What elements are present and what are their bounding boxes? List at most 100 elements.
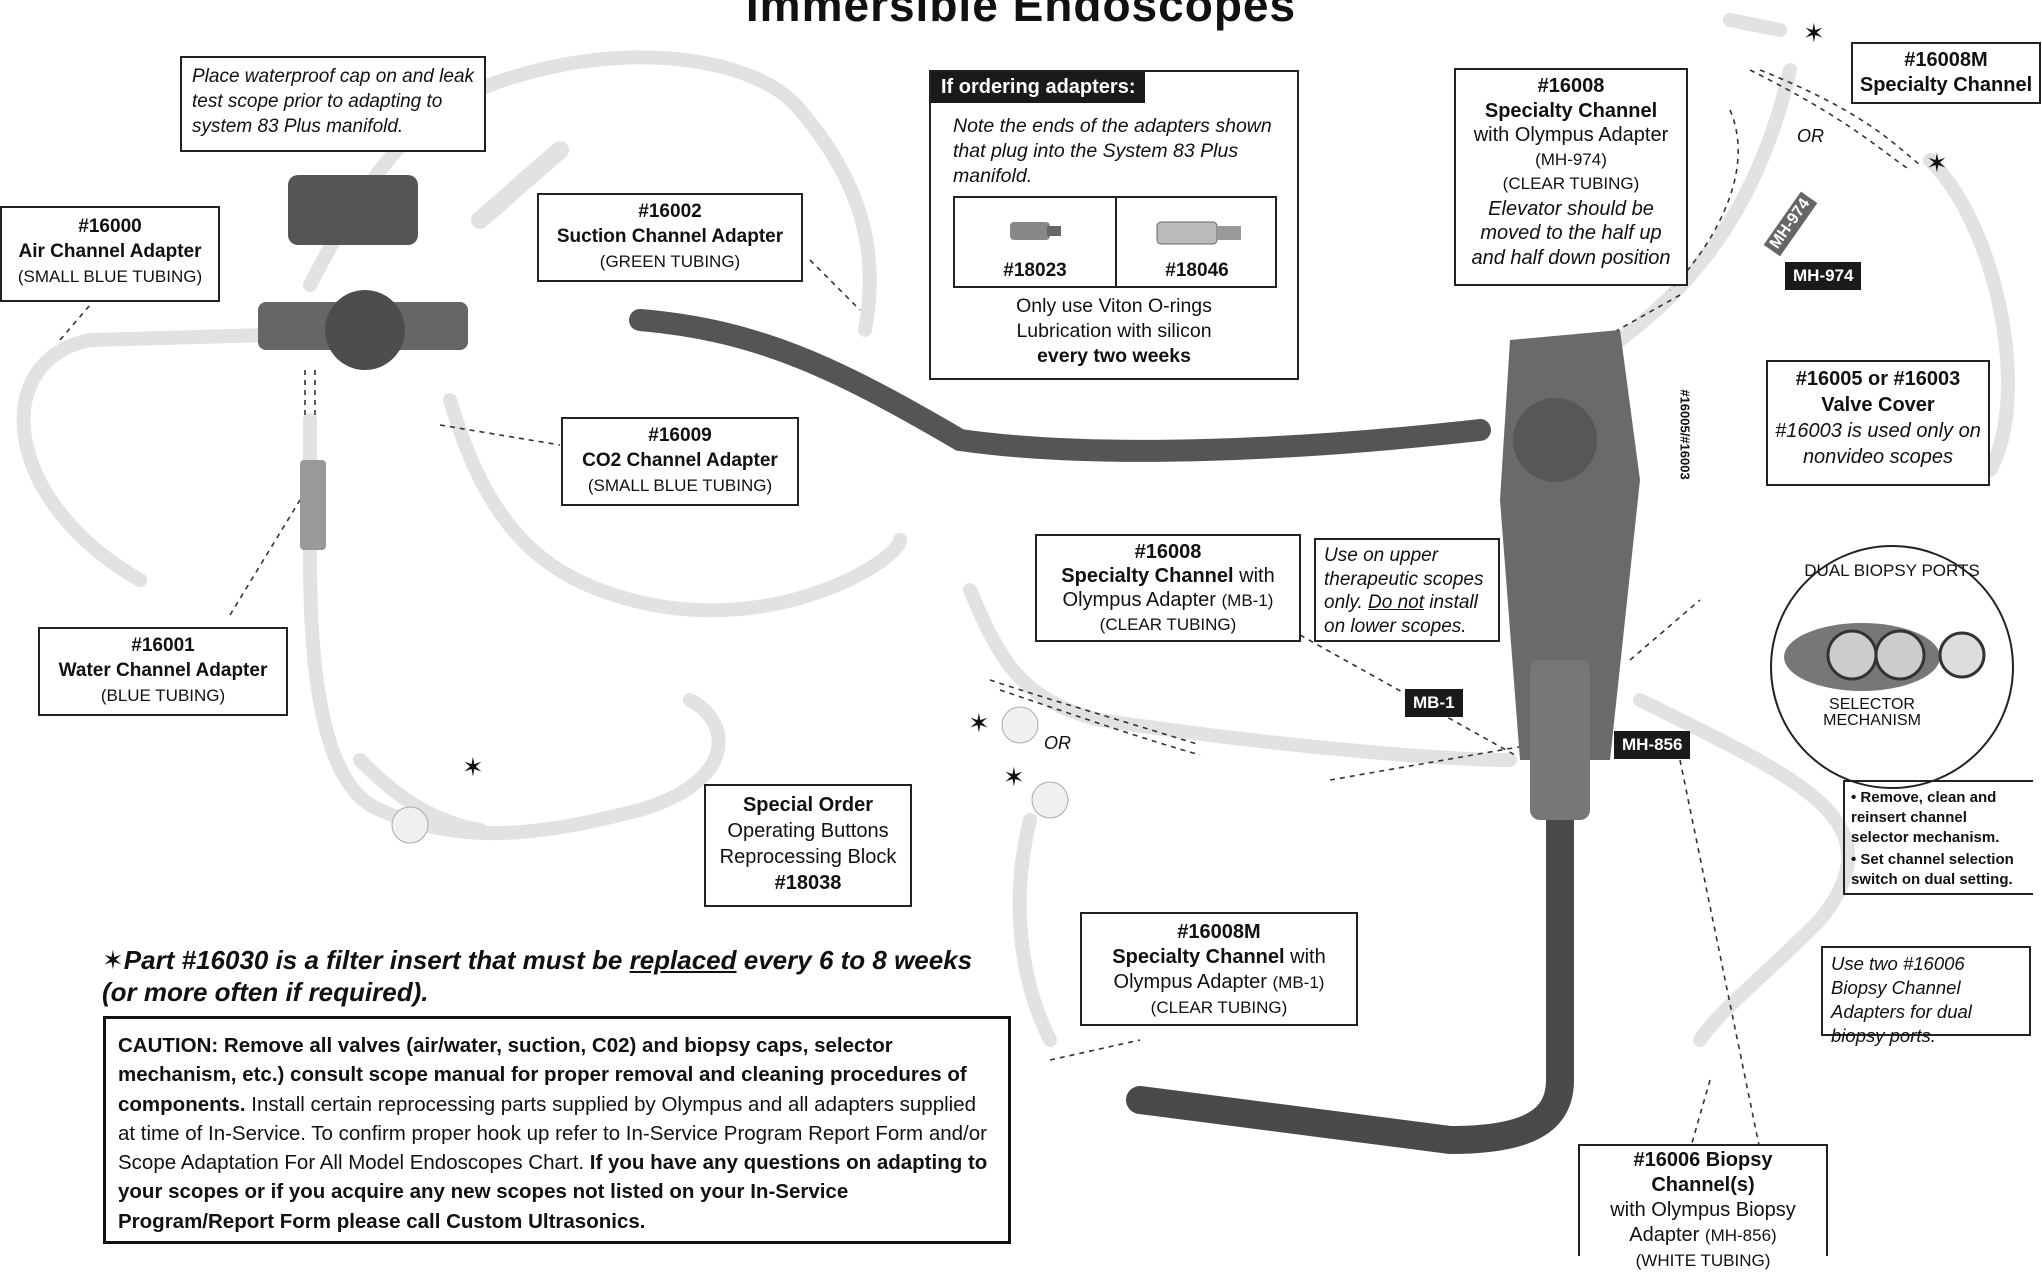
ordering-foot2: Lubrication with silicon (1016, 320, 1212, 342)
ordering-header: If ordering adapters: (931, 72, 1146, 103)
spec-mid-with: with (1239, 565, 1275, 587)
selector-line2: MECHANISM (1823, 712, 1921, 729)
spec-top-sub1: with Olympus Adapter (1473, 124, 1669, 146)
filter-mid (1001, 706, 1039, 744)
star-marker-3: ✶ (462, 752, 484, 782)
distal-tube (1126, 746, 1574, 1155)
co2-channel-box: #16009 CO2 Channel Adapter (SMALL BLUE T… (561, 417, 799, 506)
dual-biopsy-ports-panel: DUAL BIOPSY PORTS SELECTOR MECHANISM (1770, 545, 2014, 789)
spec-top-note: Elevator should be moved to the half up … (1471, 197, 1671, 269)
ordering-foot1: Only use Viton O-rings (1016, 295, 1212, 317)
spec-low-sub1b: (MB-1) (1272, 973, 1325, 992)
upper-note-l3a: only. (1324, 592, 1363, 613)
valve-vertical-text: #16005/#16003 (1677, 389, 1693, 480)
water-sub: (BLUE TUBING) (100, 686, 226, 705)
page-title: Immersible Endoscopes (745, 0, 1297, 31)
spec-low-with: with (1290, 946, 1326, 968)
air-name: Air Channel Adapter (18, 241, 202, 262)
upper-note-l4: on lower scopes. (1324, 615, 1467, 637)
spec-top-m-name: Specialty Channel (1859, 74, 2033, 96)
caution-bold-2: If you have any questions on adapting to… (118, 1151, 988, 1233)
suction-part-number: #16002 (638, 201, 702, 222)
filter-footnote: ✶Part #16030 is a filter insert that mus… (102, 944, 1022, 1008)
special-order-line3: Reprocessing Block (719, 846, 897, 868)
special-order-line2: Operating Buttons (727, 820, 889, 842)
footnote-a: Part #16030 is a filter insert that must… (123, 945, 623, 975)
footnote-b: replaced (629, 945, 737, 975)
air-sub: (SMALL BLUE TUBING) (17, 267, 203, 286)
specialty-channel-top-box: #16008 Specialty Channel with Olympus Ad… (1454, 68, 1688, 286)
spec-low-name: Specialty Channel (1112, 946, 1285, 968)
tag-mb1: MB-1 (1405, 689, 1463, 717)
angulation-knob (1513, 398, 1597, 482)
footnote-star: ✶ (102, 945, 124, 975)
adapter-cell-18023: #18023 (955, 198, 1115, 286)
water-part-number: #16001 (131, 635, 195, 656)
star-marker-1: ✶ (1803, 18, 1825, 48)
biopsy-part-number: #16006 Biopsy Channel(s) (1633, 1149, 1773, 1196)
biopsy-sub3: (WHITE TUBING) (1635, 1251, 1771, 1270)
valve-vertical-label: #16005/#16003 (1670, 382, 1700, 502)
upper-note-l1: Use on upper (1324, 545, 1439, 566)
star-marker-4: ✶ (968, 708, 990, 738)
specialty-channel-mid-box: #16008 Specialty Channel with Olympus Ad… (1035, 534, 1301, 642)
ordering-foot3: every two weeks (1037, 345, 1191, 367)
footnote-d: (or more often if required). (102, 977, 429, 1007)
spec-top-sub3: (CLEAR TUBING) (1502, 174, 1640, 193)
cap-note-text: Place waterproof cap on and leak test sc… (192, 66, 475, 137)
caution-box: CAUTION: Remove all valves (air/water, s… (103, 1016, 1011, 1244)
spec-mid-name: Specialty Channel (1061, 565, 1234, 587)
tag-mh856: MH-856 (1614, 731, 1691, 759)
spec-low-part-number: #16008M (1177, 921, 1261, 943)
specialty-channel-m-top-box: #16008M Specialty Channel (1851, 42, 2041, 104)
valve-name: Valve Cover (1821, 394, 1935, 416)
biopsy-sub1: with Olympus Biopsy (1610, 1199, 1796, 1221)
biopsy-bullets: • Remove, clean and reinsert channel sel… (1843, 780, 2033, 895)
co2-part-number: #16009 (648, 425, 712, 446)
biopsy-sub2a: Adapter (1629, 1224, 1700, 1246)
upper-note-l3b: Do not (1368, 592, 1424, 613)
spec-top-part-number: #16008 (1537, 75, 1605, 97)
adapter-18046-number: #18046 (1165, 260, 1229, 281)
valve-note: #16003 is used only on nonvideo scopes (1775, 420, 1981, 468)
filter-left (391, 806, 429, 844)
adapter-cell-18046: #18046 (1115, 198, 1277, 286)
valve-cover-box: #16005 or #16003 Valve Cover #16003 is u… (1766, 360, 1990, 486)
two-biopsy-note: Use two #16006 Biopsy Channel Adapters f… (1821, 946, 2031, 1046)
adapter-18023-icon (1010, 222, 1061, 240)
filter-low (1031, 781, 1069, 819)
ordering-footer: Only use Viton O-rings Lubrication with … (931, 294, 1297, 369)
co2-sub: (SMALL BLUE TUBING) (587, 476, 773, 495)
selector-line1: SELECTOR (1829, 696, 1915, 713)
adapter-18046-icon (1156, 221, 1241, 245)
spec-mid-part-number: #16008 (1134, 541, 1202, 563)
water-channel-box: #16001 Water Channel Adapter (BLUE TUBIN… (38, 627, 288, 716)
biopsy-channel-box: #16006 Biopsy Channel(s) with Olympus Bi… (1578, 1144, 1828, 1270)
upper-note-l3c: install (1429, 592, 1478, 613)
bullet-2: • Set channel selection switch on dual s… (1851, 851, 2014, 888)
cap-note: Place waterproof cap on and leak test sc… (180, 56, 486, 152)
special-order-part: #18038 (774, 872, 842, 894)
or-label-mid: OR (1044, 733, 1071, 753)
spec-mid-sub1b: (MB-1) (1221, 591, 1274, 610)
spec-top-name: Specialty Channel (1484, 99, 1658, 122)
adapter-18023-number: #18023 (1003, 260, 1067, 281)
spec-mid-sub2: (CLEAR TUBING) (1099, 615, 1237, 634)
dual-title: DUAL BIOPSY PORTS (1804, 561, 1980, 580)
spec-top-sub2: (MH-974) (1535, 149, 1607, 169)
upper-note-l2: therapeutic scopes (1324, 568, 1484, 590)
selector-label: SELECTOR MECHANISM (1812, 697, 1932, 729)
two-biopsy-note-text: Use two #16006 Biopsy Channel Adapters f… (1831, 953, 1972, 1046)
valve-part-number: #16005 or #16003 (1795, 368, 1961, 390)
spec-low-sub2: (CLEAR TUBING) (1150, 998, 1288, 1017)
biopsy-sub2b: (MH-856) (1704, 1226, 1777, 1245)
ordering-adapters-box: If ordering adapters: Note the ends of t… (929, 70, 1299, 380)
star-marker-2: ✶ (1926, 148, 1948, 178)
spec-mid-sub1: Olympus Adapter (1062, 589, 1216, 611)
special-order-title: Special Order (742, 794, 874, 816)
air-part-number: #16000 (78, 216, 142, 237)
suction-name: Suction Channel Adapter (556, 226, 784, 247)
bullet-1: • Remove, clean and reinsert channel sel… (1851, 789, 2000, 846)
